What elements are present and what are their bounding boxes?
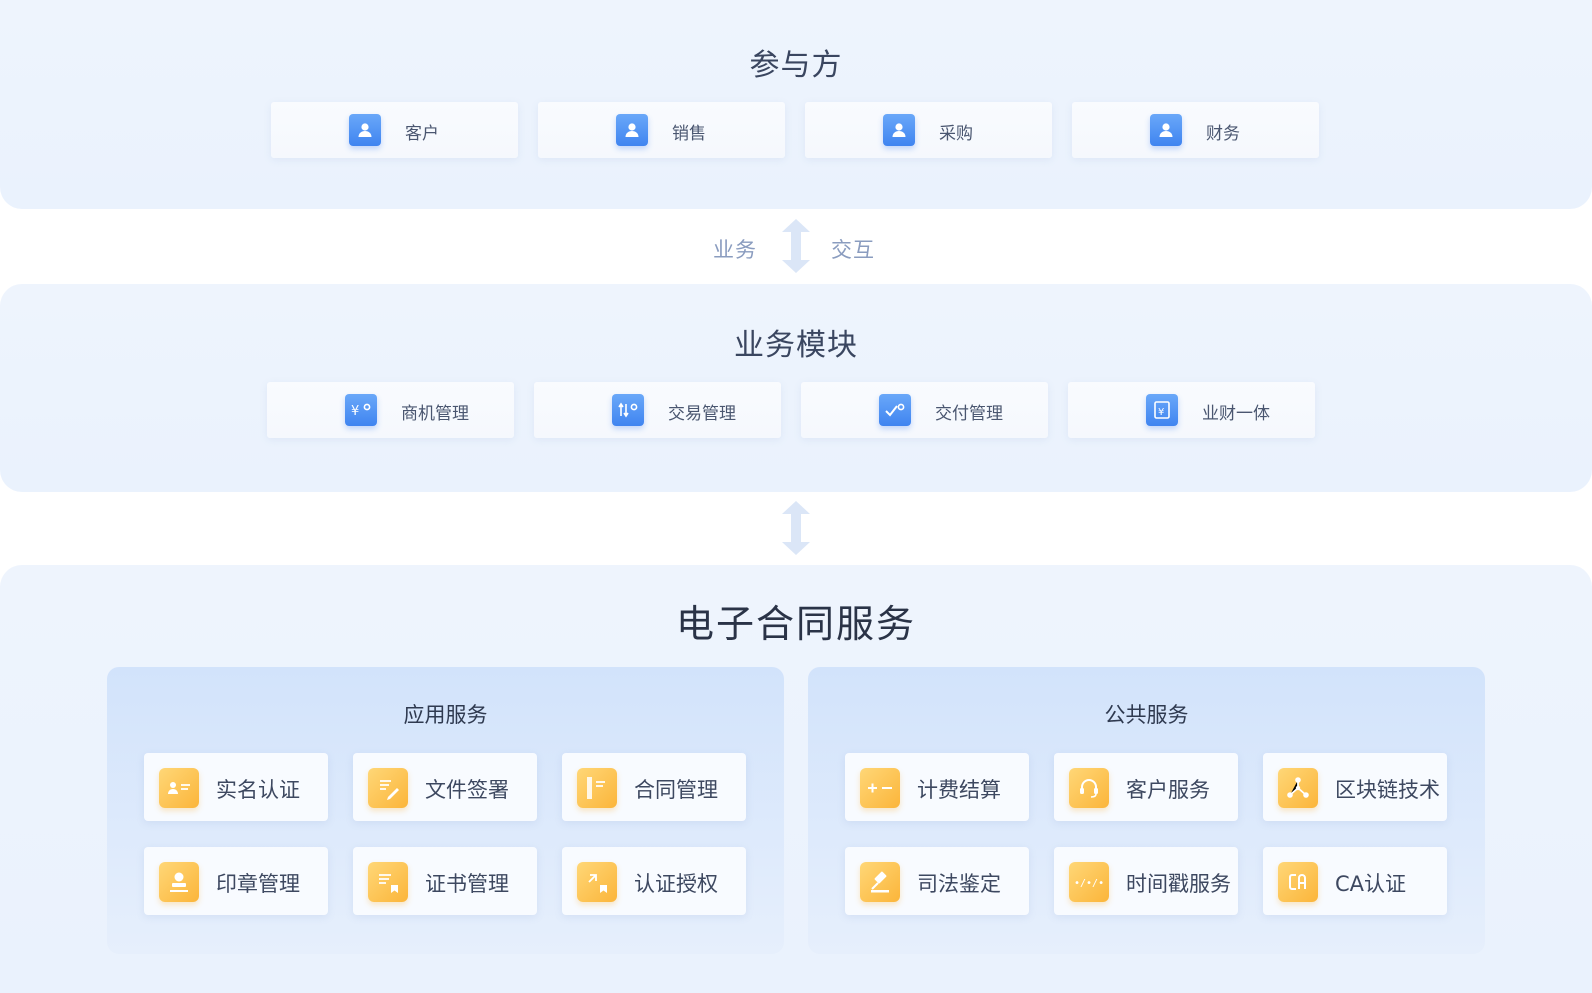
contract-title: 电子合同服务 [675,602,916,646]
module-label: 交付管理 [935,404,1003,424]
service-real-name-auth[interactable]: 实名认证 [144,753,328,821]
blockchain-icon [1278,768,1318,808]
participant-customer[interactable]: 客户 [271,102,518,158]
service-label: 证书管理 [425,872,509,896]
service-label: 区块链技术 [1335,778,1440,802]
sign-document-icon [368,768,408,808]
authorize-icon [577,862,617,902]
ca-icon [1278,862,1318,902]
service-contract-management[interactable]: 合同管理 [562,753,746,821]
contract-book-icon [577,768,617,808]
certificate-icon [368,862,408,902]
service-billing[interactable]: 计费结算 [845,753,1029,821]
module-label: 交易管理 [668,404,736,424]
participant-label: 财务 [1206,124,1240,144]
connector-right-label: 交互 [831,238,875,262]
service-label: 司法鉴定 [917,872,1001,896]
service-label: 计费结算 [917,778,1001,802]
connector-left-label: 业务 [713,238,757,262]
gavel-icon [860,862,900,902]
stamp-icon [159,862,199,902]
person-icon [883,114,915,146]
participant-purchasing[interactable]: 采购 [805,102,1052,158]
svg-text:•/•/•: •/•/• [1074,878,1104,889]
service-certificate-management[interactable]: 证书管理 [353,847,537,915]
timestamp-icon: •/•/• [1069,862,1109,902]
module-label: 商机管理 [401,404,469,424]
participants-panel: 参与方 客户 销售 采购 财务 [0,0,1592,209]
service-judicial-appraisal[interactable]: 司法鉴定 [845,847,1029,915]
participant-sales[interactable]: 销售 [538,102,785,158]
ledger-icon: ¥ [1146,394,1178,426]
service-seal-management[interactable]: 印章管理 [144,847,328,915]
svg-text:¥: ¥ [351,404,359,418]
participant-finance[interactable]: 财务 [1072,102,1319,158]
application-services-group: 应用服务 实名认证 文件签署 合同管理 印章管理 [107,667,784,954]
person-icon [349,114,381,146]
service-label: CA认证 [1335,872,1407,896]
service-label: 印章管理 [216,872,300,896]
service-timestamp[interactable]: •/•/• 时间戳服务 [1054,847,1238,915]
business-interaction-connector: 业务 交互 [0,215,1592,277]
person-icon [616,114,648,146]
participants-title: 参与方 [749,48,843,83]
service-label: 认证授权 [634,872,718,896]
modules-panel: 业务模块 ¥ 商机管理 交易管理 交付管理 ¥ 业财一体 [0,284,1592,492]
service-blockchain[interactable]: 区块链技术 [1263,753,1447,821]
public-services-title: 公共服务 [1104,703,1189,727]
service-label: 实名认证 [216,778,300,802]
id-card-icon [159,768,199,808]
participant-label: 采购 [939,124,973,144]
service-label: 时间戳服务 [1126,872,1231,896]
contract-services-panel: 电子合同服务 应用服务 实名认证 文件签署 合同管理 印章管理 [0,565,1592,993]
svg-text:¥: ¥ [1158,407,1164,418]
service-customer-service[interactable]: 客户服务 [1054,753,1238,821]
service-ca-authentication[interactable]: CA认证 [1263,847,1447,915]
exchange-icon [612,394,644,426]
public-services-group: 公共服务 计费结算 客户服务 区块链技术 司法鉴定 [808,667,1485,954]
module-transaction[interactable]: 交易管理 [534,382,781,438]
service-document-signing[interactable]: 文件签署 [353,753,537,821]
modules-title: 业务模块 [734,328,858,363]
person-icon [1150,114,1182,146]
application-services-title: 应用服务 [403,703,488,727]
headset-icon [1069,768,1109,808]
service-authorization[interactable]: 认证授权 [562,847,746,915]
service-label: 文件签署 [425,778,509,802]
check-icon [879,394,911,426]
plus-minus-icon [860,768,900,808]
module-business-finance[interactable]: ¥ 业财一体 [1068,382,1315,438]
double-arrow-icon [782,219,810,273]
module-delivery[interactable]: 交付管理 [801,382,1048,438]
participant-label: 销售 [672,124,706,144]
yen-icon: ¥ [345,394,377,426]
module-opportunity[interactable]: ¥ 商机管理 [267,382,514,438]
double-arrow-icon [782,501,810,555]
participant-label: 客户 [405,124,439,144]
module-label: 业财一体 [1202,404,1270,424]
service-label: 合同管理 [634,778,718,802]
service-label: 客户服务 [1126,778,1210,802]
